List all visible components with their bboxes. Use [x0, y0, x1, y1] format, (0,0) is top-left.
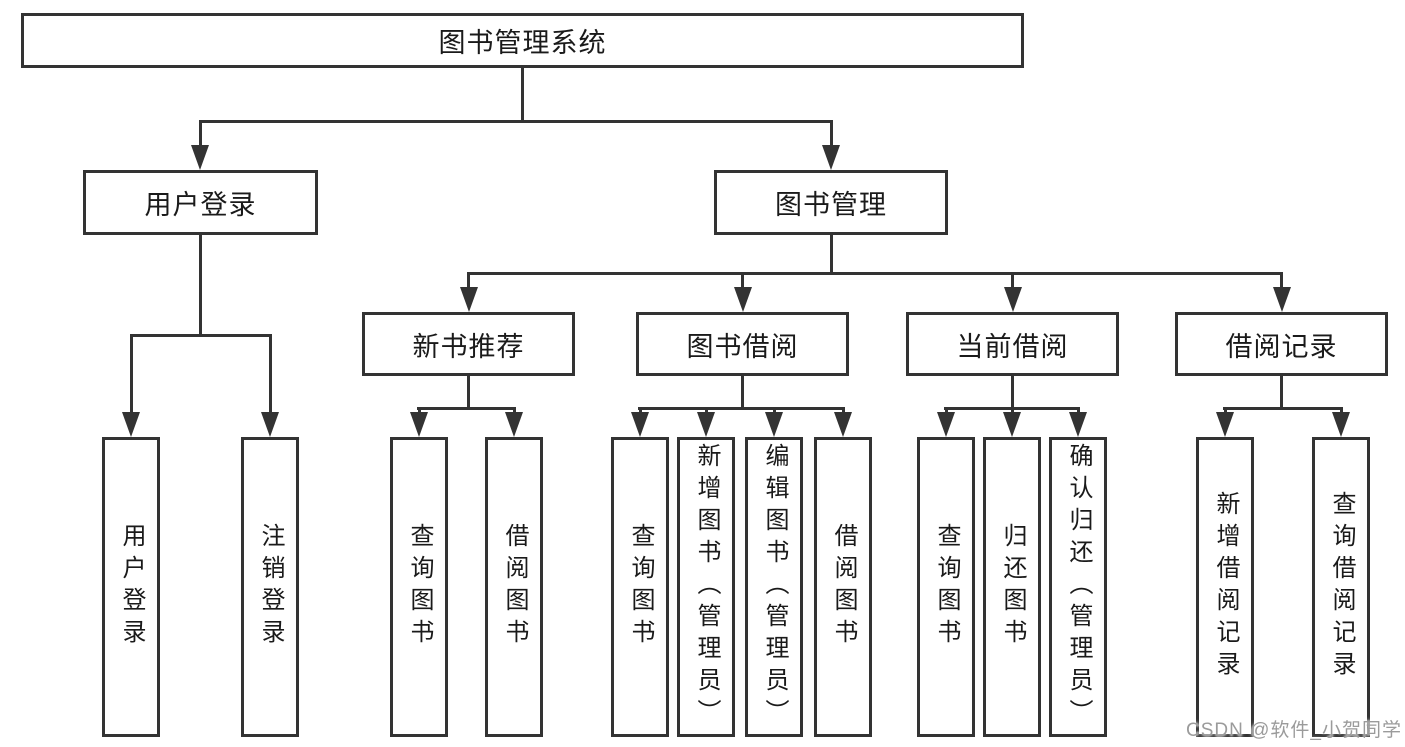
connector-stem: [1011, 376, 1014, 407]
leaf-logout: 注销登录: [241, 437, 299, 737]
leaf-query-book-1: 查询图书: [390, 437, 448, 737]
leaf-add-book-admin: 新增图书（管理员）: [677, 437, 735, 737]
leaf-confirm-return-admin: 确认归还（管理员）: [1049, 437, 1107, 737]
arrowhead: [460, 287, 478, 312]
connector-arm: [945, 407, 948, 414]
leaf-query-book-2: 查询图书: [611, 437, 669, 737]
leaf-return-book: 归还图书: [983, 437, 1041, 737]
node-root-label: 图书管理系统: [438, 28, 607, 58]
node-new-book-recommend-label: 新书推荐: [412, 331, 525, 362]
connector-arm: [773, 407, 776, 414]
arrowhead: [1003, 412, 1021, 437]
connector-stem: [1280, 376, 1283, 407]
connector-arm: [1011, 272, 1014, 288]
leaf-confirm-return-admin-label: 确认归还（管理员）: [1065, 443, 1092, 731]
connector-stem: [741, 376, 744, 407]
node-book-mgmt: 图书管理: [714, 170, 948, 235]
leaf-query-book-1-label: 查询图书: [406, 523, 433, 651]
arrowhead: [834, 412, 852, 437]
node-borrow-records-label: 借阅记录: [1225, 331, 1338, 362]
leaf-borrow-book-1: 借阅图书: [485, 437, 543, 737]
connector-bar: [1223, 407, 1343, 410]
arrowhead: [734, 287, 752, 312]
arrowhead: [410, 412, 428, 437]
connector-arm: [1224, 407, 1227, 414]
leaf-edit-book-admin: 编辑图书（管理员）: [745, 437, 803, 737]
arrowhead: [505, 412, 523, 437]
connector-stem: [830, 235, 833, 272]
leaf-logout-label: 注销登录: [257, 523, 284, 651]
connector-arm: [130, 334, 133, 413]
leaf-borrow-book-2-label: 借阅图书: [830, 523, 857, 651]
connector-bar: [130, 334, 272, 337]
node-borrow-records: 借阅记录: [1175, 312, 1388, 376]
node-current-borrow-label: 当前借阅: [956, 331, 1069, 362]
node-current-borrow: 当前借阅: [906, 312, 1119, 376]
leaf-edit-book-admin-label: 编辑图书（管理员）: [761, 443, 788, 731]
connector-arm: [639, 407, 642, 414]
connector-arm: [199, 120, 202, 146]
leaf-return-book-label: 归还图书: [999, 523, 1026, 651]
arrowhead: [1069, 412, 1087, 437]
connector-arm: [1280, 272, 1283, 288]
leaf-query-book-2-label: 查询图书: [627, 523, 654, 651]
connector-arm: [741, 272, 744, 288]
connector-arm: [418, 407, 421, 414]
arrowhead: [1332, 412, 1350, 437]
connector-arm: [269, 334, 272, 413]
connector-stem: [467, 376, 470, 407]
connector-bar: [199, 120, 833, 123]
arrowhead: [1216, 412, 1234, 437]
leaf-add-book-admin-label: 新增图书（管理员）: [693, 443, 720, 731]
arrowhead: [765, 412, 783, 437]
leaf-add-borrow-record-label: 新增借阅记录: [1212, 491, 1239, 683]
connector-arm: [830, 120, 833, 146]
node-user-login-label: 用户登录: [144, 190, 257, 220]
node-book-borrow-label: 图书借阅: [686, 331, 799, 362]
leaf-user-login-label: 用户登录: [118, 523, 145, 651]
node-user-login: 用户登录: [83, 170, 318, 235]
leaf-add-borrow-record: 新增借阅记录: [1196, 437, 1254, 737]
arrowhead: [1004, 287, 1022, 312]
connector-arm: [1340, 407, 1343, 414]
leaf-query-borrow-record: 查询借阅记录: [1312, 437, 1370, 737]
node-book-mgmt-label: 图书管理: [775, 190, 887, 220]
arrowhead: [937, 412, 955, 437]
connector-arm: [467, 272, 470, 288]
arrowhead: [822, 145, 840, 170]
connector-stem: [199, 235, 202, 334]
leaf-query-book-3: 查询图书: [917, 437, 975, 737]
node-root: 图书管理系统: [21, 13, 1024, 68]
connector-stem: [521, 68, 524, 120]
leaf-query-borrow-record-label: 查询借阅记录: [1328, 491, 1355, 683]
connector-arm: [842, 407, 845, 414]
connector-arm: [513, 407, 516, 414]
connector-arm: [1077, 407, 1080, 414]
csdn-watermark: CSDN @软件_小贺同学: [1186, 720, 1402, 741]
connector-arm: [1011, 407, 1014, 414]
arrowhead: [261, 412, 279, 437]
connector-bar: [638, 407, 845, 410]
arrowhead: [697, 412, 715, 437]
leaf-user-login: 用户登录: [102, 437, 160, 737]
arrowhead: [191, 145, 209, 170]
arrowhead: [122, 412, 140, 437]
arrowhead: [1273, 287, 1291, 312]
connector-bar: [417, 407, 516, 410]
connector-arm: [705, 407, 708, 414]
node-book-borrow: 图书借阅: [636, 312, 849, 376]
connector-bar: [467, 272, 1283, 275]
leaf-query-book-3-label: 查询图书: [933, 523, 960, 651]
node-new-book-recommend: 新书推荐: [362, 312, 575, 376]
arrowhead: [631, 412, 649, 437]
leaf-borrow-book-2: 借阅图书: [814, 437, 872, 737]
leaf-borrow-book-1-label: 借阅图书: [501, 523, 528, 651]
